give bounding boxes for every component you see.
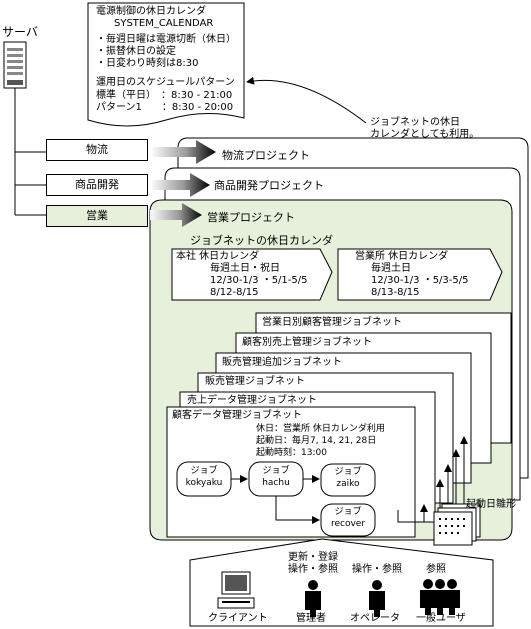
- job-hachu-label-2: hachu: [262, 478, 290, 488]
- jobnet-title-4: 売上データ管理ジョブネット: [187, 395, 317, 406]
- job-zaiko-label-2: zaiko: [336, 479, 360, 489]
- job-kokyaku-label-1: ジョブ: [190, 466, 218, 476]
- general-ops-label: 参照: [426, 564, 446, 575]
- dept-label-shohin: 商品開発: [75, 178, 119, 191]
- system-calendar-title: 電源制御の休日カレンダ: [96, 6, 206, 17]
- client-label: クライアント: [208, 613, 268, 624]
- job-hachu-label-1: ジョブ: [262, 466, 290, 476]
- jobnet-title-1: 顧客別売上管理ジョブネット: [242, 337, 372, 348]
- head-office-calendar-line-2: 8/12-8/15: [210, 287, 259, 298]
- operator-label: オペレータ: [350, 613, 400, 624]
- operator-person-icon: [369, 580, 385, 617]
- head-office-calendar-line-0: 毎週土日・祝日: [210, 263, 280, 274]
- server-label: サーバ: [2, 25, 38, 39]
- note-line-1: ジョブネットの休日: [370, 117, 460, 128]
- system-calendar-bullet-0: ・毎週日曜は電源切断（休日）: [96, 34, 236, 45]
- branch-calendar-title: 営業所 休日カレンダ: [355, 251, 449, 262]
- note-arrow: [246, 76, 367, 124]
- project-title-butsuryu: 物流プロジェクト: [222, 149, 310, 162]
- project-title-shohin: 商品開発プロジェクト: [214, 179, 324, 192]
- system-calendar-name: SYSTEM_CALENDAR: [114, 18, 214, 29]
- dept-arrows: [150, 140, 216, 227]
- branch-calendar-shape: [337, 248, 503, 301]
- branch-calendar-line-0: 毎週土日: [371, 263, 411, 274]
- job-recover: [320, 503, 376, 537]
- dept-box-butsuryu: 物流: [46, 139, 148, 161]
- note-line-2: カレンダとしても利用。: [370, 129, 480, 140]
- schedule-pattern-heading: 運用日のスケジュールパターン: [96, 77, 235, 88]
- admin-ops-label-1: 更新・登録: [288, 552, 338, 563]
- dept-box-shohin: 商品開発: [46, 174, 148, 196]
- dept-box-eigyo: 営業: [46, 205, 148, 227]
- general-user-label: 一般ユーザ: [416, 613, 466, 624]
- job-arrows: [231, 475, 320, 524]
- admin-label: 管理者: [296, 613, 326, 624]
- system-calendar-doc: [87, 2, 245, 127]
- job-recover-label-2: recover: [330, 519, 366, 529]
- operator-ops-label: 操作・参照: [352, 564, 402, 575]
- start-day-form-icon: [433, 503, 481, 546]
- system-calendar-bullet-2: ・日変わり時刻は8:30: [96, 58, 199, 69]
- jobnet-title-5: 顧客データ管理ジョブネット: [172, 410, 302, 421]
- jobnet-calendar-heading: ジョブネットの休日カレンダ: [190, 234, 333, 247]
- client-computer-icon: [217, 571, 255, 609]
- users-panel: [189, 538, 494, 627]
- schedule-pattern-1: パターン1 ：8:30 - 20:00: [96, 102, 234, 113]
- job-kokyaku-label-2: kokyaku: [185, 478, 223, 488]
- head-office-calendar-line-1: 12/30-1/3 ・5/1-5/5: [210, 275, 308, 286]
- jobnet-title-0: 営業日別顧客管理ジョブネット: [262, 317, 402, 328]
- head-office-calendar-shape: [171, 248, 333, 301]
- customer-jobnet-holiday: 休日：営業所 休日カレンダ利用: [256, 424, 385, 434]
- admin-ops-label-2: 操作・参照: [288, 564, 338, 575]
- branch-calendar-line-1: 12/30-1/3 ・5/3-5/5: [371, 275, 469, 286]
- server-tree-lines: [14, 88, 46, 216]
- head-office-calendar-title: 本社 休日カレンダ: [176, 251, 260, 262]
- job-zaiko-label-1: ジョブ: [334, 467, 362, 477]
- admin-person-icon: [305, 580, 321, 617]
- jobnet-title-3: 販売管理ジョブネット: [205, 376, 305, 387]
- dept-label-butsuryu: 物流: [86, 143, 108, 156]
- schedule-pattern-0: 標準（平日） ：8:30 - 21:00: [96, 90, 233, 101]
- job-zaiko: [320, 463, 376, 497]
- dept-label-eigyo: 営業: [86, 209, 108, 222]
- customer-jobnet-start-time: 起動時刻：13:00: [256, 448, 327, 458]
- project-title-eigyo: 営業プロジェクト: [207, 211, 295, 224]
- general-users-icon: [420, 579, 460, 615]
- system-calendar-bullet-1: ・振替休日の設定: [96, 46, 176, 57]
- branch-calendar-line-2: 8/13-8/15: [371, 287, 420, 298]
- customer-jobnet-start-days: 起動日：毎月7, 14, 21, 28日: [256, 436, 377, 446]
- job-recover-label-1: ジョブ: [334, 507, 362, 517]
- start-day-form-label: 起動日雛形: [466, 499, 516, 510]
- jobnet-title-2: 販売管理追加ジョブネット: [222, 357, 342, 368]
- server-icon: [3, 41, 27, 89]
